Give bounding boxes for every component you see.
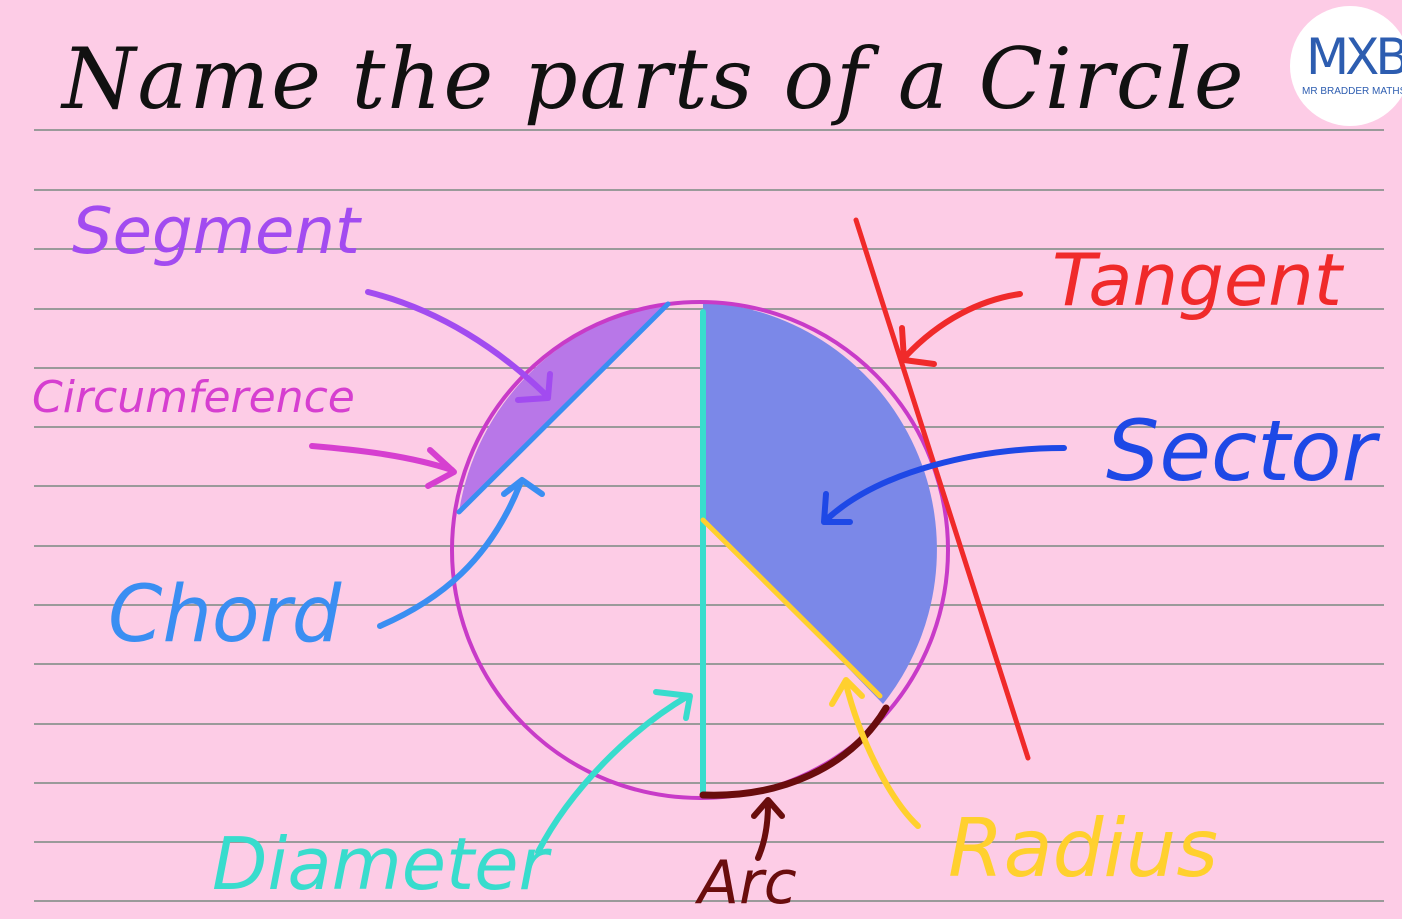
tangent-label: Tangent bbox=[1052, 238, 1343, 322]
tangent-arrowhead bbox=[899, 325, 937, 367]
page-title: Name the parts of a Circle bbox=[62, 30, 1246, 128]
segment-arrow bbox=[365, 289, 549, 398]
sector-arrowhead bbox=[821, 491, 853, 525]
diameter-arrow bbox=[535, 693, 691, 855]
arc-label: Arc bbox=[698, 848, 797, 918]
segment-label: Segment bbox=[72, 195, 360, 269]
diameter-label: Diameter bbox=[212, 822, 549, 906]
circumference-arrow bbox=[309, 443, 455, 473]
tangent-line bbox=[853, 217, 1031, 761]
radius-arrow bbox=[843, 681, 921, 829]
radius-line bbox=[700, 517, 883, 699]
chord-label: Chord bbox=[108, 570, 342, 660]
tangent-arrow bbox=[903, 291, 1023, 359]
circumference-label: Circumference bbox=[32, 372, 355, 423]
brand-logo: MXB MR BRADDER MATHS bbox=[1290, 6, 1402, 126]
diameter-arrowhead bbox=[653, 689, 693, 721]
circle-outline bbox=[450, 300, 950, 800]
logo-mark-text: MXB bbox=[1306, 28, 1402, 86]
arc-arrow bbox=[755, 801, 771, 861]
chord-arrowhead bbox=[501, 477, 545, 497]
sector-label: Sector bbox=[1106, 402, 1377, 500]
circumference-arrowhead bbox=[425, 447, 457, 489]
chord-line bbox=[456, 301, 671, 515]
segment-arrowhead bbox=[515, 371, 553, 403]
arc-path bbox=[699, 704, 890, 799]
logo-mark: MXB bbox=[1306, 28, 1402, 86]
arc-arrowhead bbox=[751, 797, 785, 819]
radius-label: Radius bbox=[948, 802, 1218, 895]
logo-text: MR BRADDER MATHS bbox=[1302, 86, 1402, 97]
radius-arrowhead bbox=[829, 677, 865, 707]
chord-arrow bbox=[377, 481, 523, 629]
sector-arrow bbox=[823, 445, 1067, 523]
sector-region bbox=[703, 302, 937, 704]
